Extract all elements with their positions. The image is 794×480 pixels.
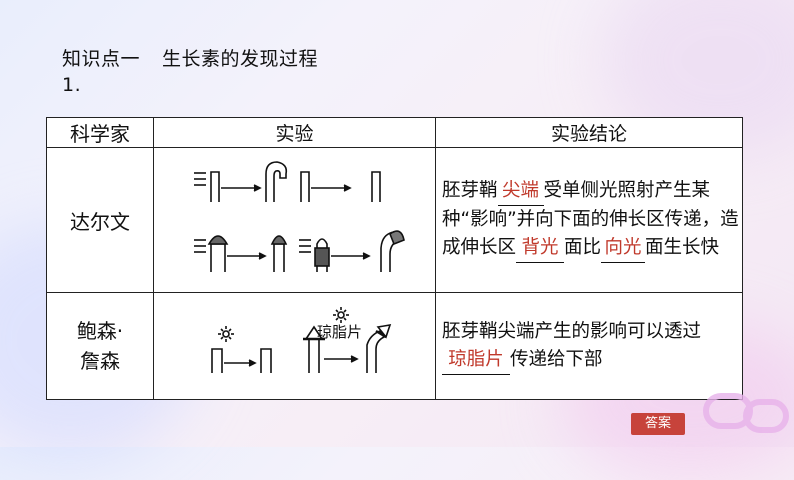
sleeve-icon [314,247,330,267]
answer-blank: 背光 [516,234,565,263]
scientist-boysen-jensen: 鲍森· 詹森 [46,292,154,400]
conclusion-text: 胚芽鞘尖端产生的影响可以透过 [442,320,702,342]
light-arrows-icon [194,239,206,253]
answer-blank: 琼脂片 [442,346,510,375]
boysen-diagram-svg: 琼脂片 [211,307,392,373]
light-arrows-icon [194,172,206,186]
header-scientist: 科学家 [46,117,154,148]
boysen-jensen-experiment-diagram: 琼脂片 [153,292,436,400]
darwin-conclusion: 胚芽鞘尖端受单侧光照射产生某种“影响”并向下面的伸长区传递，造成伸长区背光面比向… [435,147,743,293]
discovery-table: 科学家 实验 实验结论 达尔文 [46,117,743,400]
header-experiment: 实验 [153,117,436,148]
conclusion-text: 受单侧光照射产生某种“影响”并向下面的伸长区传递，造成伸长区 [442,180,739,258]
boysen-jensen-conclusion: 胚芽鞘尖端产生的影响可以透过琼脂片传递给下部 [435,292,743,400]
conclusion-text: 胚芽鞘 [442,180,498,201]
darwin-experiment-diagram [153,147,436,293]
conclusion-text: 面比 [564,237,602,258]
heading-title-b: 生长素的发现过程 [162,48,319,70]
straight-seedling-icon [371,171,381,202]
agar-label: 琼脂片 [317,323,362,341]
table-row: 达尔文 [46,147,743,293]
sun-icon [218,326,234,342]
seedling-icon [210,171,220,202]
table-header-row: 科学家 实验 实验结论 [46,117,743,148]
heading-title-a: 知识点一 [62,48,141,70]
answer-blank: 尖端 [497,177,544,206]
cut-seedling-icon [211,348,223,373]
answer-button[interactable]: 答案 [631,413,685,435]
scientist-darwin: 达尔文 [46,147,154,293]
scientist-name-line: 詹森 [80,349,120,373]
conclusion-text: 传递给下部 [510,348,603,370]
bent-seedling-icon [265,161,288,202]
header-conclusion: 实验结论 [435,117,743,148]
conclusion-text: 面生长快 [645,237,720,258]
decorative-rings-icon [703,393,789,433]
sun-icon [333,307,349,323]
heading-number: 1. [62,74,82,96]
light-arrows-icon [299,239,311,253]
seedling-icon [300,171,310,202]
answer-blank: 向光 [601,234,646,263]
darwin-diagram-svg [194,161,405,272]
table-row: 鲍森· 詹森 [46,292,743,400]
cap-icon [207,235,229,245]
section-heading: 知识点一生长素的发现过程 1. [62,46,318,98]
scientist-name-line: 鲍森· [76,319,124,343]
